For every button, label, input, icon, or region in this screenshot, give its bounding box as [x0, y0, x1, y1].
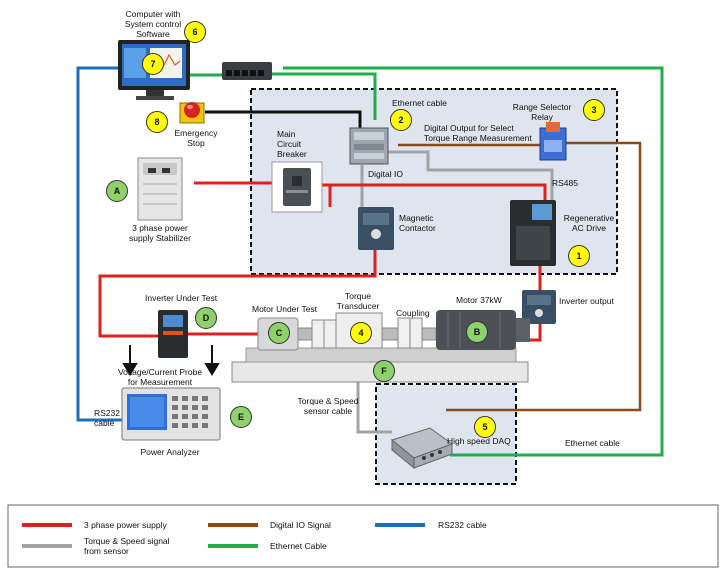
stabilizer-label: 3 phase power supply Stabilizer: [129, 223, 191, 243]
probe-label: Voltage/Current Probe for Measurement: [117, 367, 203, 387]
legend-label-rs232: RS232 cable: [438, 520, 487, 530]
emergency-stop-button: [179, 102, 205, 124]
badge-1: 1: [568, 245, 590, 267]
badge-c: C: [268, 322, 290, 344]
emergency-stop-cable: [205, 110, 362, 130]
badge-f: F: [373, 360, 395, 382]
legend-label-power: 3 phase power supply: [84, 520, 167, 530]
rs485-label: RS485: [552, 178, 578, 188]
badge-6: 6: [184, 21, 206, 43]
coupling-left: [311, 319, 337, 349]
rs232-cable-label: RS232 cable: [94, 408, 120, 428]
torque-transducer-label: Torque Transducer: [336, 291, 380, 311]
power-stabilizer: [137, 157, 183, 221]
digital-io-plc: [349, 127, 389, 165]
range-selector-label: Range Selector Relay: [512, 102, 572, 122]
power-analyzer: [121, 387, 221, 441]
badge-2: 2: [390, 109, 412, 131]
legend-box: [7, 504, 719, 568]
digital-output-label: Digital Output for Select Torque Range M…: [424, 123, 532, 143]
computer-label: Computer with System control Software: [124, 9, 182, 39]
badge-b: B: [466, 321, 488, 343]
daq-enclosure: [375, 383, 517, 485]
probe-arrows: [122, 345, 220, 376]
motor-37kw-label: Motor 37kW: [456, 295, 502, 305]
main-circuit-breaker: [271, 161, 323, 213]
badge-3: 3: [583, 99, 605, 121]
range-selector-relay: [539, 122, 567, 161]
high-speed-daq-label: High speed DAQ: [447, 436, 511, 446]
three-phase-power-cables: [98, 181, 547, 342]
torque-speed-cable-label: Torque & Speed sensor cable: [297, 396, 359, 416]
badge-5: 5: [474, 416, 496, 438]
ethernet-cable-top-label: Ethernet cable: [392, 98, 447, 108]
magnetic-contactor: [358, 207, 394, 250]
ethernet-cable-right-label: Ethernet cable: [565, 438, 620, 448]
ethernet-cables: [190, 66, 664, 457]
magnetic-contactor-label: Magnetic Contactor: [399, 213, 436, 233]
motor-under-test-label: Motor Under Test: [252, 304, 318, 314]
legend-label-io: Digital IO Signal: [270, 520, 331, 530]
regen-drive-label: Regenerative AC Drive: [563, 213, 615, 233]
legend-label-ethernet: Ethernet Cable: [270, 541, 327, 551]
legend-label-sensor: Torque & Speed signal from sensor: [84, 536, 170, 556]
digital-io-label: Digital IO: [368, 169, 403, 179]
rs232-cable: [76, 66, 125, 422]
inverter-under-test: [158, 310, 188, 358]
network-switch: [222, 62, 272, 80]
emergency-stop-label: Emergency Stop: [174, 128, 218, 148]
badge-d: D: [195, 307, 217, 329]
badge-7: 7: [142, 53, 164, 75]
inverter-output-contactor: [522, 290, 556, 324]
badge-e: E: [230, 406, 252, 428]
inverter-output-label: Inverter output: [559, 296, 614, 306]
inverter-under-test-label: Inverter Under Test: [145, 293, 218, 303]
badge-8: 8: [146, 111, 168, 133]
main-breaker-label: Main Circuit Breaker: [277, 129, 307, 159]
power-analyzer-label: Power Analyzer: [140, 447, 200, 457]
digital-io-cables: [398, 141, 642, 412]
regenerative-ac-drive: [510, 200, 556, 266]
coupling-right: [397, 317, 423, 349]
badge-4: 4: [350, 322, 372, 344]
high-speed-daq: [390, 427, 454, 470]
badge-a: A: [106, 180, 128, 202]
coupling-label: Coupling: [396, 308, 430, 318]
